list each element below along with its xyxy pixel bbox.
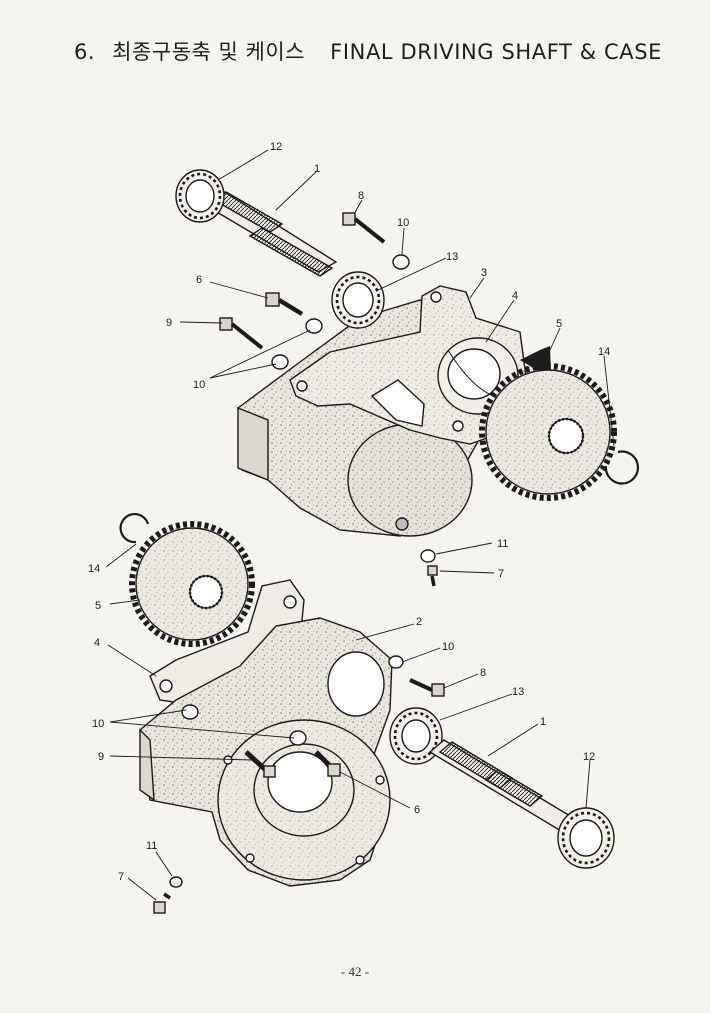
bottom-gear (129, 521, 255, 647)
bottom-callout-7-lower: 7 (118, 871, 124, 883)
top-washer-10c (271, 354, 289, 370)
top-bearing-12 (175, 169, 225, 223)
bottom-callout-2: 2 (416, 616, 422, 628)
section-title: 6. 최종구동축 및 케이스 FINAL DRIVING SHAFT & CAS… (74, 36, 662, 66)
top-bearing-13 (331, 271, 385, 329)
bottom-callout-10-right: 10 (442, 641, 454, 653)
bottom-bolt-7-lower (153, 892, 171, 914)
bottom-callout-4: 4 (94, 637, 100, 649)
top-callout-4: 4 (512, 290, 518, 302)
bottom-bearing-12 (557, 807, 615, 869)
page-number: - 42 - (340, 964, 370, 979)
section-title-korean: 최종구동축 및 케이스 (112, 40, 305, 64)
top-gear (479, 363, 617, 501)
section-title-english: FINAL DRIVING SHAFT & CASE (330, 40, 663, 64)
top-washer-10a (392, 254, 410, 270)
bottom-bolt-6 (314, 750, 341, 777)
bottom-callout-7-upper: 7 (498, 568, 504, 580)
bottom-bolt-8 (409, 678, 445, 697)
bottom-case (139, 617, 393, 887)
bottom-bearing-13 (389, 707, 443, 765)
top-leader-lines (179, 149, 615, 447)
bottom-callout-6: 6 (414, 804, 420, 816)
bottom-callout-13: 13 (512, 686, 524, 698)
top-callout-1: 1 (314, 163, 320, 175)
bottom-washer-11-upper (420, 549, 436, 563)
bottom-leader-lines (105, 542, 591, 901)
top-assembly: 12 1 8 10 13 3 6 4 9 5 14 10 (166, 141, 640, 537)
top-bolt-8 (342, 212, 386, 244)
bottom-bolt-7-upper (427, 565, 438, 587)
top-callout-10-lower: 10 (193, 379, 205, 391)
top-callout-9: 9 (166, 317, 172, 329)
top-callout-6: 6 (196, 274, 202, 286)
bottom-callout-10-left: 10 (92, 718, 104, 730)
bottom-circlip (119, 512, 150, 544)
bottom-callout-5: 5 (95, 600, 101, 612)
bottom-assembly: 11 7 14 5 2 4 10 8 13 10 1 9 12 6 11 7 (88, 512, 615, 914)
top-callout-3: 3 (481, 267, 487, 279)
top-callout-12: 12 (270, 141, 282, 153)
bottom-bolt-9 (244, 750, 276, 778)
bottom-washer-10a (181, 704, 199, 720)
top-callout-5: 5 (556, 318, 562, 330)
bottom-callout-9: 9 (98, 751, 104, 763)
top-washer-10b (305, 318, 323, 334)
bottom-callout-8: 8 (480, 667, 486, 679)
bottom-callout-12: 12 (583, 751, 595, 763)
bottom-callout-11-lower: 11 (146, 840, 157, 852)
bottom-callout-1: 1 (540, 716, 546, 728)
top-callout-10-upper: 10 (397, 217, 409, 229)
bottom-drive-shaft (428, 739, 592, 841)
top-callout-13: 13 (446, 251, 458, 263)
top-bolt-9 (219, 317, 264, 350)
section-number: 6. (74, 40, 96, 64)
top-callout-8: 8 (358, 190, 364, 202)
top-circlip (604, 450, 640, 485)
bottom-washer-11-lower (169, 876, 183, 888)
top-case-body (237, 299, 501, 537)
top-bolt-6 (265, 292, 304, 316)
bottom-callout-11-upper: 11 (497, 538, 508, 550)
bottom-callout-14: 14 (88, 563, 100, 575)
top-callout-14: 14 (598, 346, 610, 358)
bottom-washer-10c (388, 655, 404, 669)
